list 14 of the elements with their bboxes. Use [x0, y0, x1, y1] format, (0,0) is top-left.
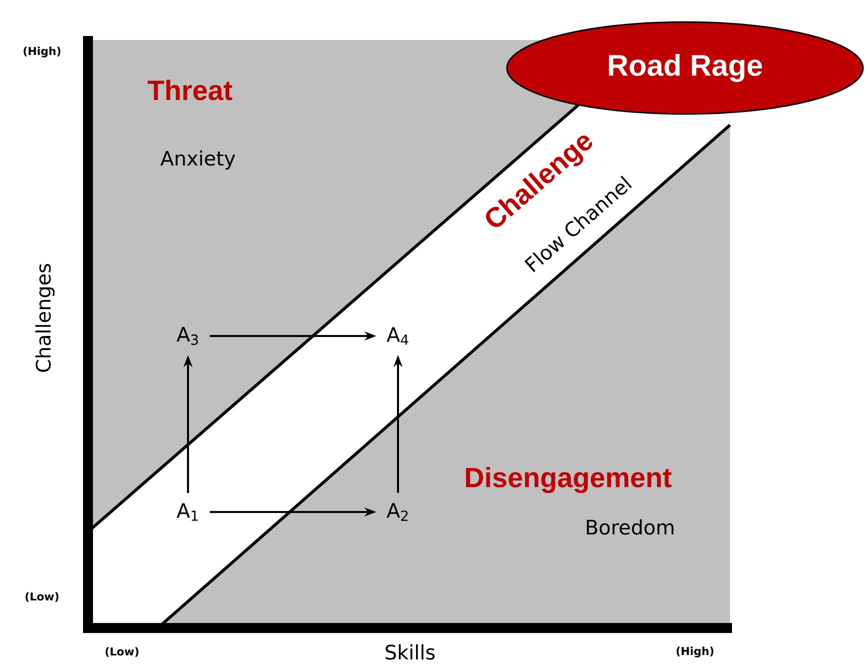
- axis-title: Skills: [386, 644, 435, 660]
- axis-tick-label: (High): [24, 46, 60, 58]
- region-label: Threat: [148, 80, 232, 100]
- axis-tick-label: (Low): [106, 647, 138, 657]
- state-label: A$_{2}$: [386, 503, 408, 521]
- axis-tick-label: (Low): [26, 592, 58, 602]
- region-label: Anxiety: [160, 150, 236, 170]
- state-label: A$_{4}$: [386, 327, 408, 345]
- axis-title: Challenges: [35, 264, 55, 372]
- region-label: Boredom: [586, 519, 674, 535]
- state-label: A$_{3}$: [176, 327, 198, 345]
- axis-tick-label: (High): [676, 646, 714, 658]
- region-label: Disengagement: [466, 466, 672, 494]
- state-label: A$_{1}$: [176, 503, 198, 521]
